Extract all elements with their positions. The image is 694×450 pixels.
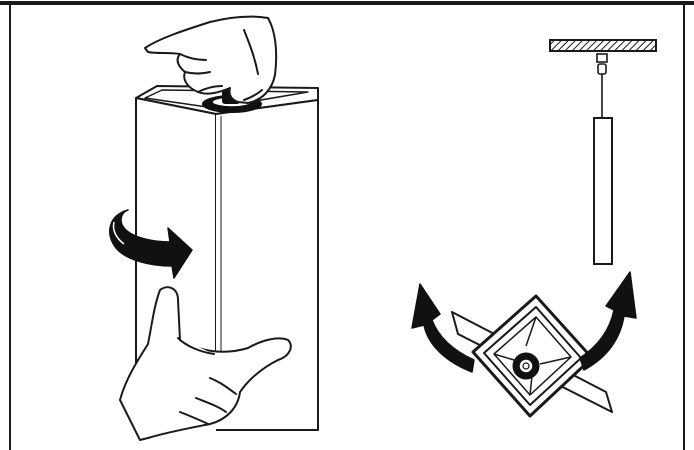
curved-arrow-icon [579,271,637,371]
hand-icon [144,15,278,104]
square-housing [135,85,319,431]
hand-icon [119,286,292,441]
pendant-tube [593,117,613,265]
curved-arrow-icon [411,283,475,373]
canopy-plate [471,294,594,418]
ceiling-plate [549,39,657,52]
suspension-cable [596,53,608,118]
rotate-arrow-icon [109,209,193,279]
